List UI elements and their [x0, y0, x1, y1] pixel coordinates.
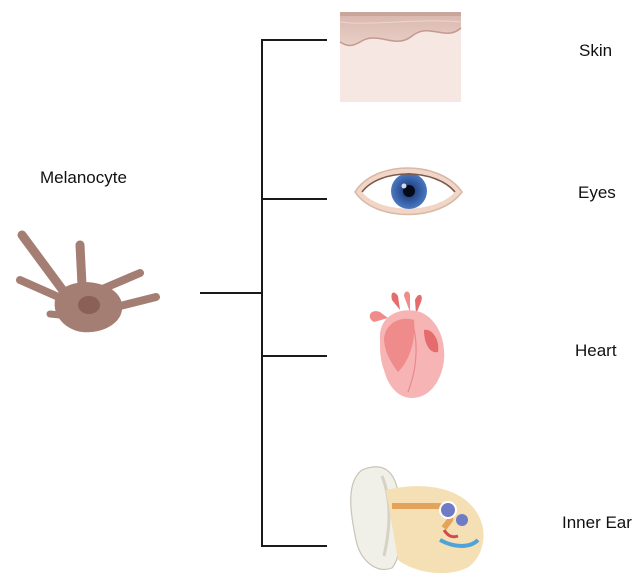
- connector-bracket: [201, 40, 326, 546]
- skin-layer-icon: [340, 12, 461, 102]
- melanocyte-cell-icon: [20, 235, 156, 332]
- nucleus: [78, 296, 100, 314]
- inner-ear-icon: [351, 467, 484, 573]
- eye-icon: [355, 168, 462, 215]
- heart-icon: [370, 292, 445, 399]
